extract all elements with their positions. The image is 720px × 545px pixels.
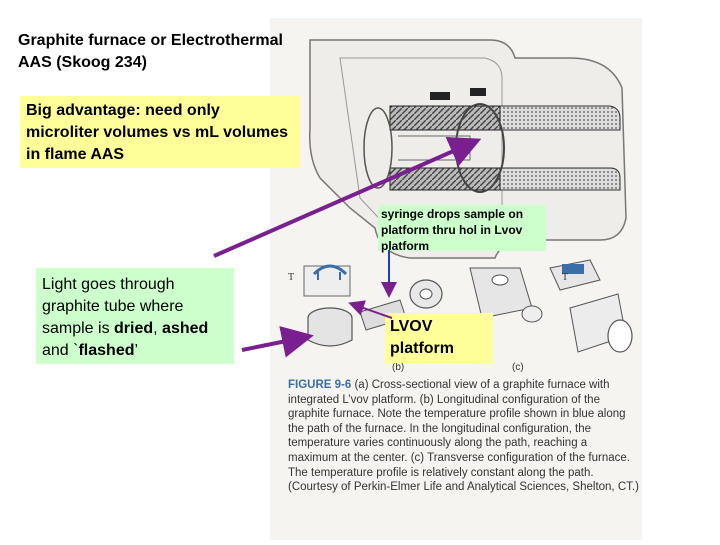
svg-text:T: T xyxy=(562,272,568,283)
light-callout-flashed: flashed xyxy=(78,342,135,359)
figure-label-b: (b) xyxy=(392,362,405,373)
syringe-callout: syringe drops sample on platform thru ho… xyxy=(378,205,546,253)
light-callout-dried: dried xyxy=(114,320,154,337)
svg-text:T: T xyxy=(288,272,294,283)
arrow-to-lvov xyxy=(348,300,393,319)
arrow-to-tube xyxy=(213,136,482,258)
light-callout-sep1: , xyxy=(153,320,163,337)
light-callout-ashed: ashed xyxy=(162,320,209,337)
light-path-callout: Light goes through graphite tube where s… xyxy=(36,268,234,364)
figure-label-c: (c) xyxy=(512,362,524,373)
figure-caption: FIGURE 9-6 (a) Cross-sectional view of a… xyxy=(288,378,640,495)
figure-caption-text: (a) Cross-sectional view of a graphite f… xyxy=(288,379,639,494)
lvov-callout: LVOV platform xyxy=(385,313,493,363)
advantage-callout: Big advantage: need only microliter volu… xyxy=(20,96,300,168)
slide-title: Graphite furnace or Electrothermal AAS (… xyxy=(18,32,283,71)
light-callout-post: ’ xyxy=(134,342,139,359)
light-callout-pre: Light goes through graphite tube where s… xyxy=(42,276,184,337)
light-callout-sep2: and ` xyxy=(42,342,79,359)
arrow-to-light-entry xyxy=(241,326,314,358)
figure-caption-label: FIGURE 9-6 xyxy=(288,379,352,391)
